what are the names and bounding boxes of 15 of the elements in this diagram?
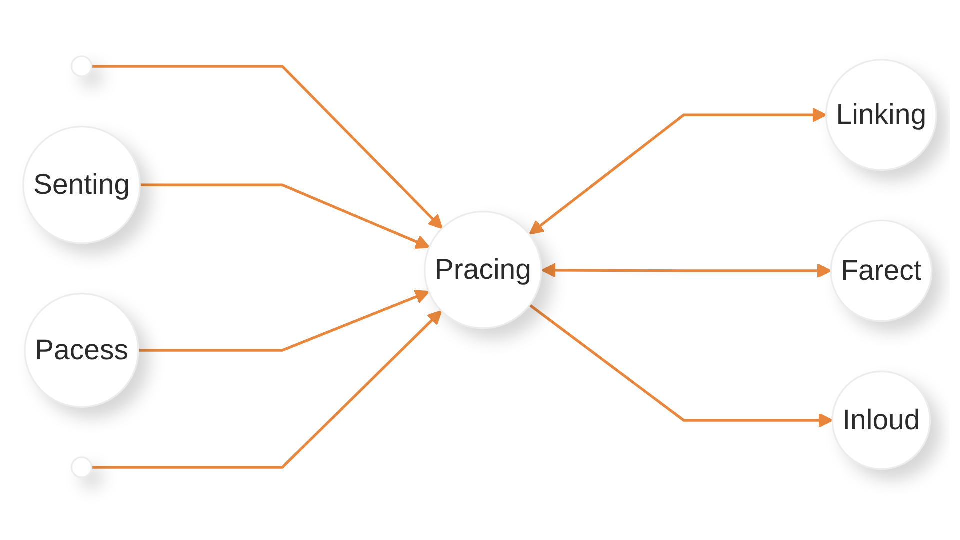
arrow [542, 263, 832, 278]
arrow [529, 304, 834, 428]
arrow [92, 310, 442, 469]
node-circle: Farect [830, 220, 933, 322]
arrow [138, 290, 430, 352]
node-circle: Linking [825, 59, 938, 172]
arrow [140, 184, 430, 250]
arrow [92, 65, 443, 230]
arrow [529, 108, 827, 235]
node-circle: Inloud [832, 370, 932, 470]
node-circle [70, 456, 93, 478]
node-circle: Pracing [424, 211, 542, 330]
node-circle: Pacess [24, 292, 140, 408]
node-circle [70, 56, 93, 78]
node-circle: Senting [22, 126, 141, 244]
